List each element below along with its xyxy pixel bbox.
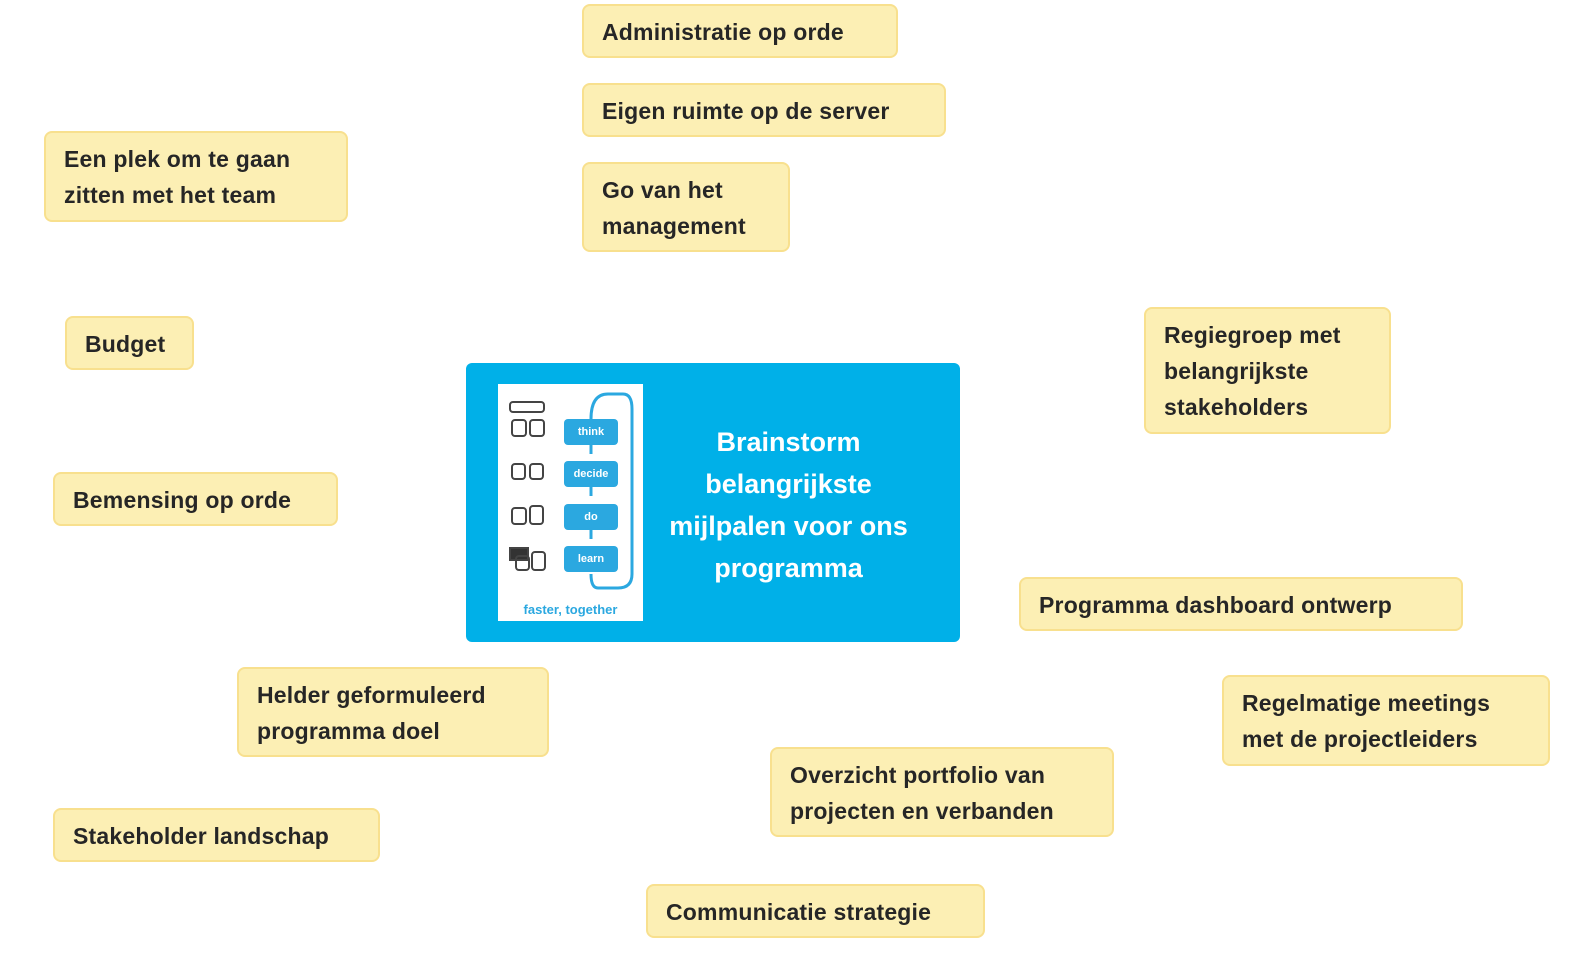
logo-tagline: faster, together [523,602,618,617]
note-line: Budget [85,331,166,357]
sticky-note-meetings[interactable]: Regelmatige meetings met de projectleider… [1222,675,1550,766]
sticky-note-go-management[interactable]: Go van het management [582,162,790,252]
step-do: do [564,504,618,530]
note-line: Overzicht portfolio van [790,762,1046,788]
note-line: stakeholders [1164,394,1309,420]
note-line: Communicatie strategie [666,899,932,925]
sticky-note-programma-doel[interactable]: Helder geformuleerd programma doel [237,667,549,757]
note-line: zitten met het team [64,182,277,208]
sticky-note-eigen-ruimte[interactable]: Eigen ruimte op de server [582,83,946,137]
note-line: Eigen ruimte op de server [602,98,890,124]
note-line: programma doel [257,718,441,744]
cycle-arrow-icon [589,392,634,590]
step-decide: decide [564,461,618,487]
sticky-note-regiegroep[interactable]: Regiegroep met belangrijkste stakeholders [1144,307,1391,434]
note-line: Programma dashboard ontwerp [1039,592,1393,618]
people-icons [509,401,546,571]
step-learn: learn [564,546,618,572]
note-line: Bemensing op orde [73,487,292,513]
sticky-note-plek-team[interactable]: Een plek om te gaan zitten met het team [44,131,348,222]
sticky-note-dashboard[interactable]: Programma dashboard ontwerp [1019,577,1463,631]
note-line: Stakeholder landschap [73,823,329,849]
note-line: projecten en verbanden [790,798,1054,824]
note-line: Helder geformuleerd [257,682,486,708]
think-decide-do-learn-logo: think decide do learn faster, together [498,384,643,621]
sticky-note-budget[interactable]: Budget [65,316,194,370]
note-line: Regiegroep met [1164,322,1341,348]
sticky-note-portfolio[interactable]: Overzicht portfolio van projecten en verb… [770,747,1114,837]
note-line: Go van het [602,177,723,203]
note-line: met de projectleiders [1242,726,1478,752]
step-think: think [564,419,618,445]
sticky-note-stakeholder-landschap[interactable]: Stakeholder landschap [53,808,380,862]
note-line: Administratie op orde [602,19,844,45]
note-line: Een plek om te gaan [64,146,291,172]
central-topic-box: think decide do learn faster, together B… [466,363,960,642]
sticky-note-bemensing[interactable]: Bemensing op orde [53,472,338,526]
central-topic-title: Brainstorm belangrijkste mijlpalen voor … [669,427,908,583]
note-line: belangrijkste [1164,358,1309,384]
sticky-note-administratie[interactable]: Administratie op orde [582,4,898,58]
note-line: management [602,213,746,239]
note-line: Regelmatige meetings [1242,690,1491,716]
sticky-note-communicatie[interactable]: Communicatie strategie [646,884,985,938]
